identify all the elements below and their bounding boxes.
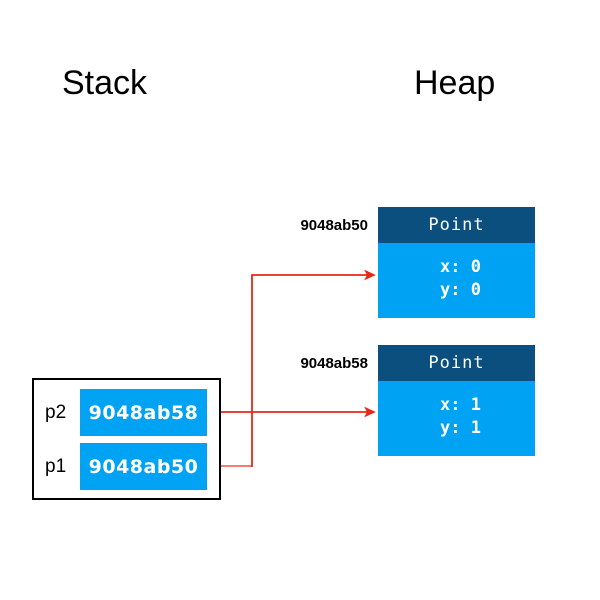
stack-variable-name: p1 [45,455,67,477]
heap-object-field: y: 1 [440,418,481,438]
heap-object-type: Point [428,215,485,235]
heap-object-type: Point [428,353,485,373]
heap-object[interactable]: Point x: 1 y: 1 [378,345,535,456]
stack-value-box[interactable]: 9048ab50 [80,443,207,490]
stack-value-text: 9048ab58 [88,401,199,424]
heap-object[interactable]: Point x: 0 y: 0 [378,207,535,318]
heap-object-field: x: 0 [440,257,481,277]
stack-row[interactable]: p1 9048ab50 [34,443,219,490]
stack-column-title: Stack [62,64,148,102]
heap-object-header: Point [378,345,535,381]
stack-value-box[interactable]: 9048ab58 [80,389,207,436]
heap-object-body: x: 1 y: 1 [378,381,535,456]
stack-value-text: 9048ab50 [88,455,199,478]
heap-address-label: 9048ab50 [300,217,368,234]
heap-object-header: Point [378,207,535,243]
heap-object-field: x: 1 [440,395,481,415]
heap-object-body: x: 0 y: 0 [378,243,535,318]
stack-row[interactable]: p2 9048ab58 [34,389,219,436]
stack-variable-name: p2 [45,401,67,423]
heap-address-label: 9048ab58 [300,355,368,372]
heap-object-field: y: 0 [440,280,481,300]
stack-frame: p2 9048ab58 p1 9048ab50 [32,378,221,500]
heap-column-title: Heap [414,64,496,102]
